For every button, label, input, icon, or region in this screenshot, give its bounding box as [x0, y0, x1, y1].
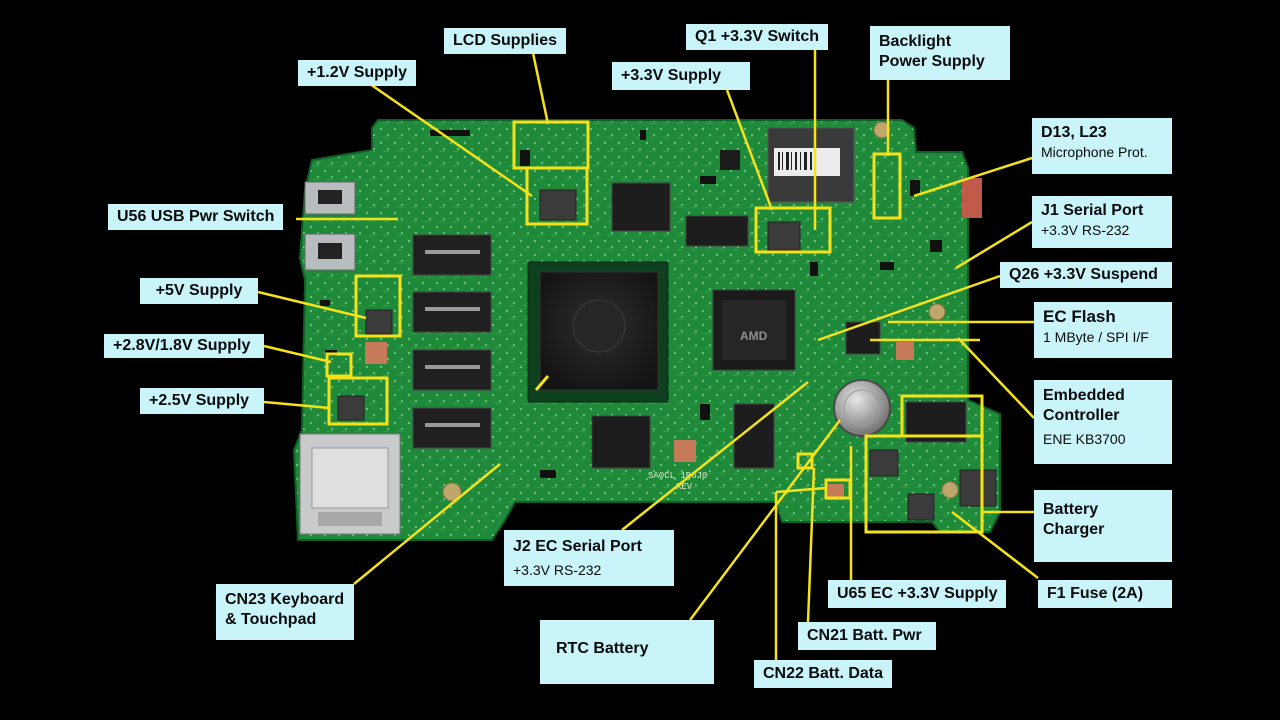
label-embedded-sub: ENE KB3700	[1043, 431, 1126, 447]
label-cn23-line1: CN23 Keyboard	[225, 591, 345, 608]
board-rev-text: REV	[676, 482, 693, 492]
rtc-battery-cell	[833, 379, 891, 437]
label-embedded-line2: Controller	[1043, 407, 1120, 424]
label-battery-line1: Battery	[1043, 501, 1099, 518]
label-backlight-line1: Backlight	[879, 33, 952, 50]
label-d13-title: D13, L23	[1041, 124, 1107, 141]
label-backlight-line2: Power Supply	[879, 53, 985, 70]
label-rtc-battery: RTC Battery	[540, 620, 714, 684]
label-d13-sub: Microphone Prot.	[1041, 144, 1148, 160]
label-embedded-controller: Embedded Controller ENE KB3700	[1034, 380, 1172, 464]
label-battery-charger: Battery Charger	[1034, 490, 1172, 562]
label-j2-title: J2 EC Serial Port	[513, 538, 642, 555]
label-j2-sub: +3.3V RS-232	[513, 562, 602, 578]
audio-codec-chip	[591, 415, 651, 469]
label-cn22: CN22 Batt. Data	[754, 660, 892, 688]
label-1-2v-supply: +1.2V Supply	[298, 60, 417, 86]
label-u65: U65 EC +3.3V Supply	[828, 580, 1006, 608]
label-d13-l23: D13, L23 Microphone Prot.	[1032, 118, 1172, 174]
label-embedded-line1: Embedded	[1043, 387, 1125, 404]
leader-lines	[257, 48, 1039, 662]
label-ec-flash: EC Flash 1 MByte / SPI I/F	[1034, 302, 1172, 358]
label-j1-serial: J1 Serial Port +3.3V RS-232	[1032, 196, 1172, 248]
ec-flash-chip	[845, 321, 881, 355]
ram-chips	[412, 234, 492, 449]
label-f1-fuse: F1 Fuse (2A)	[1038, 580, 1172, 608]
label-ec-flash-sub: 1 MByte / SPI I/F	[1043, 329, 1149, 345]
label-2-5v-supply: +2.5V Supply	[140, 388, 264, 414]
label-q26: Q26 +3.3V Suspend	[1000, 262, 1172, 288]
label-cn21: CN21 Batt. Pwr	[798, 622, 936, 650]
flash-chip	[685, 215, 749, 247]
label-q1-switch: Q1 +3.3V Switch	[686, 24, 829, 50]
label-battery-line2: Charger	[1043, 521, 1105, 538]
svg-text:AMD: AMD	[740, 329, 768, 343]
label-cn23: CN23 Keyboard & Touchpad	[216, 584, 354, 640]
label-u56: U56 USB Pwr Switch	[108, 204, 284, 230]
label-backlight: Backlight Power Supply	[870, 26, 1010, 80]
bios-chip	[611, 182, 671, 232]
label-cn23-line2: & Touchpad	[225, 611, 317, 628]
label-3-3v-supply: +3.3V Supply	[612, 62, 750, 90]
board-revision-text: SA0CL 1B6J0	[648, 471, 707, 481]
label-5v-supply: +5V Supply	[140, 278, 258, 304]
label-j1-title: J1 Serial Port	[1041, 202, 1144, 219]
label-j1-sub: +3.3V RS-232	[1041, 222, 1130, 238]
label-ec-flash-title: EC Flash	[1043, 307, 1116, 326]
audio-jack	[962, 178, 982, 218]
label-2-8v-1-8v: +2.8V/1.8V Supply	[104, 334, 264, 358]
label-lcd-supplies: LCD Supplies	[444, 28, 567, 54]
copper-test-pads	[365, 342, 914, 500]
label-j2-ec-serial: J2 EC Serial Port +3.3V RS-232	[504, 530, 674, 586]
